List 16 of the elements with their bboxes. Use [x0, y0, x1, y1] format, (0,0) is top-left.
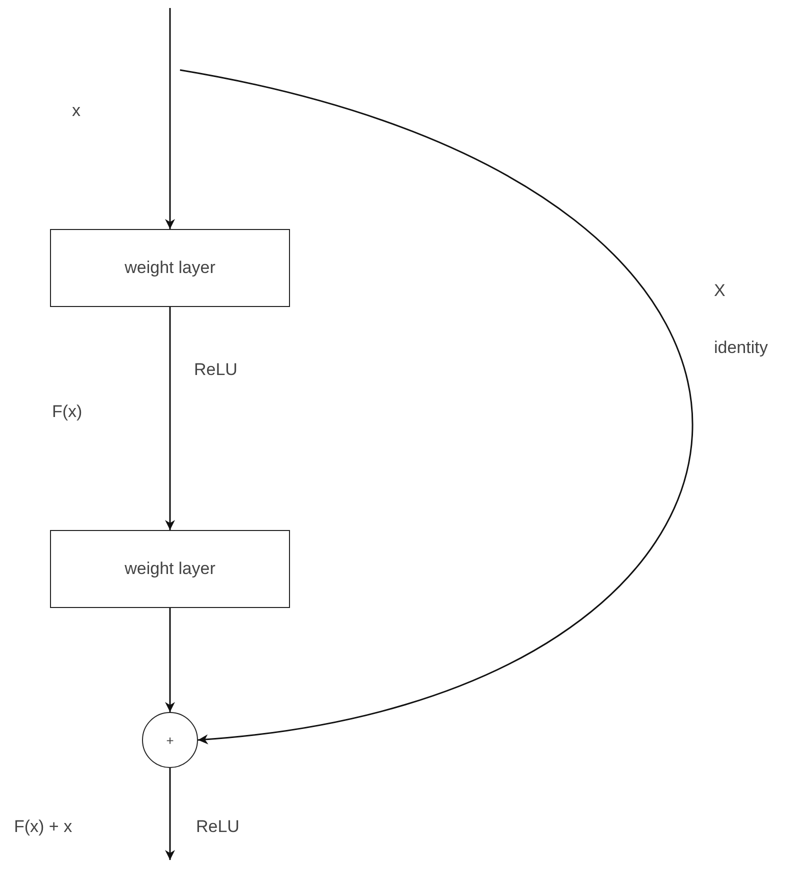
arrow [165, 307, 175, 530]
annotation-text: x [72, 101, 80, 121]
arrow [165, 768, 175, 860]
arrow [165, 8, 175, 229]
annotation-text: identity [714, 338, 768, 358]
edge-label: ReLU [196, 817, 240, 837]
node-label: weight layer [124, 258, 216, 278]
process-box [50, 229, 290, 307]
node-label: weight layer [124, 559, 216, 579]
edge-label: ReLU [194, 360, 238, 380]
annotation-text: F(x) [52, 402, 82, 422]
annotation-text: F(x) + x [14, 817, 72, 837]
process-box [50, 530, 290, 608]
arrow [165, 608, 175, 712]
plus-sign: + [166, 732, 174, 748]
annotation-text: X [714, 281, 726, 301]
